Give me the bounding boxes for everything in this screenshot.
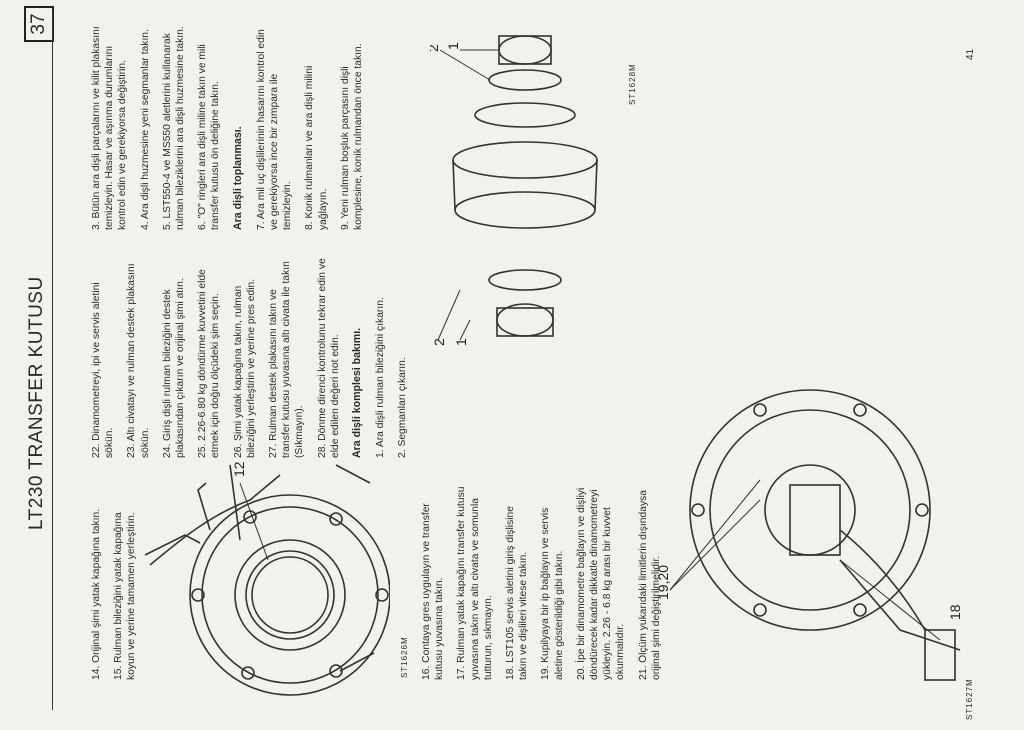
sub-1: 1. Ara dişli rulman bileziğini çıkarın. [375,297,387,458]
page-footer-number: 41 [965,48,976,60]
step-15: 15. Rulman bileziğini yatak kapağına koy… [113,512,138,680]
col2-text: 22. Dinamometreyi, ipi ve servis aletini… [90,253,419,458]
col1-top-text: 14. Orijinal şimi yatak kapağına takın. … [90,485,148,680]
section-ara-disli-bakimi: Ara dişli komplesi bakımı. [351,327,364,458]
step-23: 23. Altı civatayı ve rulman destek plaka… [126,263,151,458]
fig1-label-12: 12 [231,461,247,477]
header-rule [52,10,53,710]
gear-label-1-right: 1 [445,42,461,50]
step-19: 19. Kupilyaya bir ip bağlayın ve servis … [540,507,565,680]
figure-bearing-cap: 12 [144,461,390,696]
figure-dynamometer: 19,20 18 [655,389,963,681]
fig3-label-19-20: 19,20 [655,565,671,600]
sub-2: 2. Segmanları çıkarın. [397,357,409,458]
col3-text: 3. Bütün ara dişli parçalarını ve kilit … [90,25,374,230]
section-ara-disli-toplanmasi: Ara dişli toplanması. [231,126,244,230]
step-25: 25. 2.26-6.80 kg döndürme kuvvetini elde… [197,269,222,458]
step-5: 5. LST550-4 ve MS550 aletlerini kullanar… [161,26,187,230]
caption-st1626m: ST1626M [400,636,409,678]
caption-st1627m: ST1627M [965,678,974,720]
step-26: 26. Şimi yatak kapağına takın, rulman bi… [232,278,257,458]
caption-st1628m: ST1628M [628,63,637,105]
page-number-box: 37 [24,6,54,42]
figure-gear-cluster: 2 1 2 1 [430,35,598,346]
step-28: 28. Dönme direnci kontrolunu tekrar edin… [316,258,341,458]
step-16: 16. Contaya gres uygulayın ve transfer k… [421,503,446,680]
step-9: 9. Yeni rulman boşluk parçasını dişli ko… [339,43,365,230]
step-17: 17. Rulman yatak kapağını transfer kutus… [456,486,494,680]
page-title: LT230 TRANSFER KUTUSU [26,276,47,530]
step-24: 24. Giriş dişli rulman bileziğini destek… [161,278,187,458]
step-7: 7. Ara mil uç dişlilerinin hasarını kont… [255,29,294,230]
step-22: 22. Dinamometreyi, ipi ve servis aletini… [91,282,116,458]
fig3-label-18: 18 [947,604,963,620]
step-3: 3. Bütün ara dişli parçalarını ve kilit … [91,26,129,230]
col1-bottom-text: 16. Contaya gres uygulayın ve transfer k… [420,485,672,680]
step-18: 18. LST105 servis aletini giriş dişlisin… [505,506,530,680]
step-20: 20. İpe bir dinamometre bağlayın ve dişl… [575,487,627,680]
step-14: 14. Orijinal şimi yatak kapağına takın. [91,508,102,680]
step-4: 4. Ara dişli huzmesine yeni segmanlar ta… [139,29,151,230]
gear-label-2-right: 2 [430,44,441,52]
step-6: 6. "O" ringleri ara dişli miline takın v… [197,44,222,230]
step-8: 8. Konik rulmanları ve ara dişli milini … [304,65,329,230]
step-27: 27. Rulman destek plakasını takın ve tra… [268,261,306,458]
gear-label-1-left: 1 [453,338,469,346]
gear-label-2-left: 2 [431,338,447,346]
